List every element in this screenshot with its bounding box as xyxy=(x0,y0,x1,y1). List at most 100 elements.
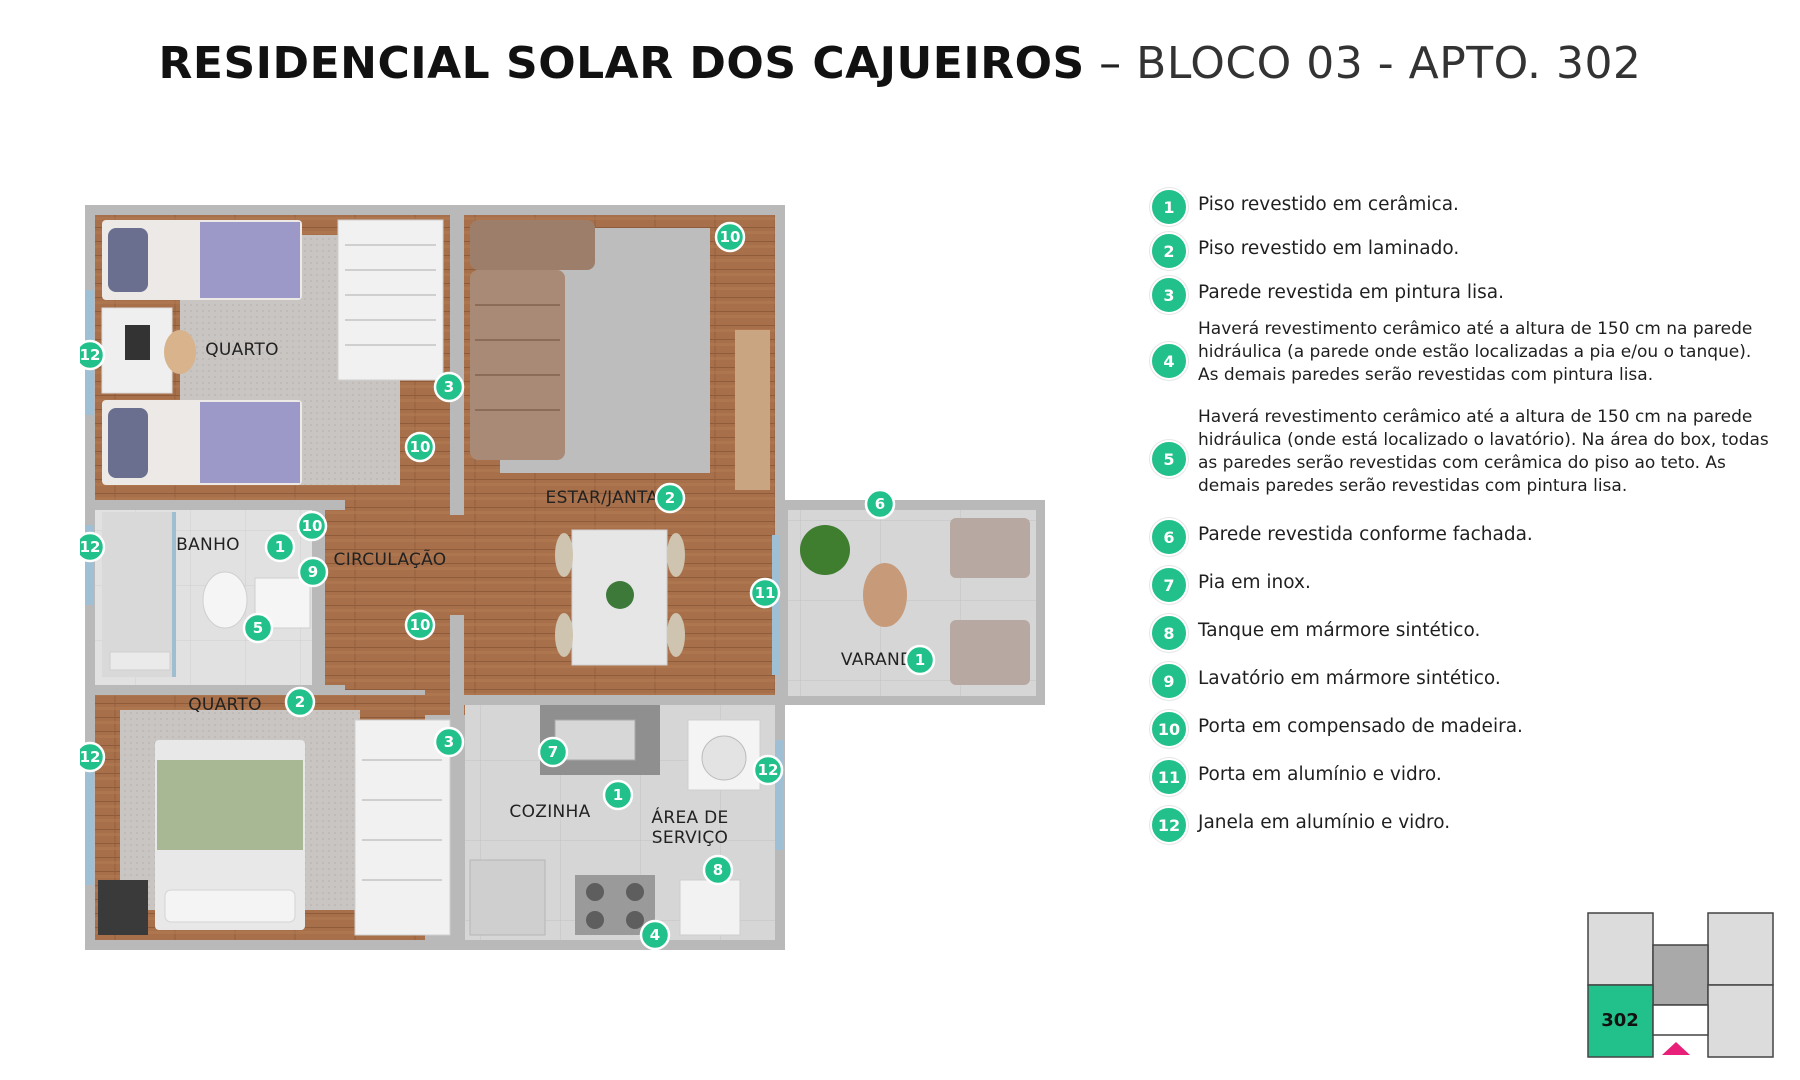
window-quarto-bottom xyxy=(85,755,93,885)
label-circulacao: CIRCULAÇÃO xyxy=(334,548,447,570)
label-area-servico-2: SERVIÇO xyxy=(652,828,728,848)
tank xyxy=(679,879,741,936)
marker-9-lavatorio: 9 xyxy=(297,556,329,588)
legend-number: 12 xyxy=(1150,806,1188,844)
label-quarto-bottom: QUARTO xyxy=(188,695,262,715)
svg-text:12: 12 xyxy=(80,538,100,556)
legend-text: Parede revestida conforme fachada. xyxy=(1198,524,1533,545)
svg-text:12: 12 xyxy=(80,748,100,766)
bed-2-blanket xyxy=(200,402,300,483)
legend-number: 1 xyxy=(1150,188,1188,226)
varanda-table xyxy=(863,563,907,627)
marker-10-quarto2: 10 xyxy=(404,609,436,641)
wall-bath-v xyxy=(312,510,320,685)
svg-text:1: 1 xyxy=(275,538,285,556)
label-area-servico-1: ÁREA DE xyxy=(651,806,728,828)
bed-1-blanket xyxy=(200,222,300,298)
label-banho: BANHO xyxy=(176,535,240,555)
armchair-1 xyxy=(950,518,1030,578)
kp-block-br xyxy=(1707,984,1774,1058)
shower-glass xyxy=(172,512,176,677)
label-quarto-top: QUARTO xyxy=(205,340,279,360)
marker-10-quarto: 10 xyxy=(404,431,436,463)
legend-item: 10 Porta em compensado de madeira. xyxy=(1150,710,1770,758)
kp-pointer-icon xyxy=(1662,1042,1690,1055)
svg-text:5: 5 xyxy=(253,619,263,637)
legend-number: 2 xyxy=(1150,232,1188,270)
title-sub: BLOCO 03 - APTO. 302 xyxy=(1136,38,1642,89)
svg-text:9: 9 xyxy=(308,563,318,581)
circulacao-floor xyxy=(325,490,455,690)
kp-unit-label: 302 xyxy=(1601,1010,1639,1031)
window-servico xyxy=(775,740,783,850)
armchair-2 xyxy=(950,620,1030,685)
svg-text:3: 3 xyxy=(444,378,454,396)
svg-text:2: 2 xyxy=(295,693,305,711)
legend-text: Parede revestida em pintura lisa. xyxy=(1198,282,1504,303)
label-cozinha: COZINHA xyxy=(509,802,590,822)
legend: 1 Piso revestido em cerâmica. 2 Piso reves… xyxy=(1150,188,1770,854)
marker-12-quarto2: 12 xyxy=(80,741,106,773)
legend-text: Piso revestido em laminado. xyxy=(1198,238,1460,259)
legend-number: 7 xyxy=(1150,566,1188,604)
bed-3-pillows xyxy=(164,889,296,923)
legend-item: 6 Parede revestida conforme fachada. xyxy=(1150,518,1770,566)
plant-varanda xyxy=(800,525,850,575)
marker-1-varanda: 1 xyxy=(904,644,936,676)
marker-11-varanda: 11 xyxy=(749,577,781,609)
sofa-back xyxy=(470,220,595,270)
legend-text: Piso revestido em cerâmica. xyxy=(1198,194,1459,215)
kp-block-center xyxy=(1652,944,1709,1006)
wall-h3 xyxy=(464,695,775,705)
legend-text: Pia em inox. xyxy=(1198,572,1311,593)
legend-text: Lavatório em mármore sintético. xyxy=(1198,668,1501,689)
tv-stand xyxy=(735,330,770,490)
bed-1-pillow xyxy=(108,228,148,292)
kp-block-tl xyxy=(1587,912,1654,986)
legend-text: Tanque em mármore sintético. xyxy=(1198,620,1481,641)
marker-1-banho: 1 xyxy=(264,531,296,563)
marker-12-servico: 12 xyxy=(752,754,784,786)
legend-number: 11 xyxy=(1150,758,1188,796)
marker-2-estar: 2 xyxy=(654,482,686,514)
svg-text:2: 2 xyxy=(665,489,675,507)
legend-number: 10 xyxy=(1150,710,1188,748)
svg-text:8: 8 xyxy=(713,861,723,879)
svg-text:11: 11 xyxy=(755,584,776,602)
legend-number: 5 xyxy=(1150,440,1188,478)
label-estar: ESTAR/JANTAR xyxy=(546,488,671,508)
monitor xyxy=(125,325,150,360)
title-main: RESIDENCIAL SOLAR DOS CAJUEIROS xyxy=(158,38,1085,89)
key-plan: 302 xyxy=(1587,912,1774,1058)
wardrobe-top xyxy=(337,219,444,381)
wardrobe-bottom xyxy=(354,719,451,936)
marker-6-varanda: 6 xyxy=(864,488,896,520)
marker-3-top: 3 xyxy=(433,371,465,403)
legend-text: Haverá revestimento cerâmico até a altur… xyxy=(1198,319,1753,385)
title-dash: – xyxy=(1084,38,1137,89)
svg-text:10: 10 xyxy=(410,616,431,634)
wall-v2 xyxy=(450,615,464,940)
svg-text:10: 10 xyxy=(302,517,323,535)
window-banho xyxy=(85,525,93,605)
legend-number: 9 xyxy=(1150,662,1188,700)
svg-text:12: 12 xyxy=(80,346,100,364)
floor-plan: QUARTO ESTAR/JANTAR BANHO CIRCULAÇÃO QUA… xyxy=(80,205,1045,951)
label-varanda: VARANDA xyxy=(841,650,925,670)
door-varanda-glass xyxy=(772,535,780,675)
legend-item: 8 Tanque em mármore sintético. xyxy=(1150,614,1770,662)
marker-8-tanque: 8 xyxy=(702,854,734,886)
legend-number: 6 xyxy=(1150,518,1188,556)
kp-block-tr xyxy=(1707,912,1774,986)
legend-number: 8 xyxy=(1150,614,1188,652)
legend-text: Porta em compensado de madeira. xyxy=(1198,716,1523,737)
svg-text:1: 1 xyxy=(613,786,623,804)
kitchen-sink xyxy=(554,719,636,761)
marker-5-banho: 5 xyxy=(242,612,274,644)
marker-2-quarto2: 2 xyxy=(284,686,316,718)
svg-text:6: 6 xyxy=(875,495,885,513)
legend-text: Janela em alumínio e vidro. xyxy=(1198,812,1451,833)
wall-h2 xyxy=(95,685,345,695)
svg-text:10: 10 xyxy=(720,228,741,246)
